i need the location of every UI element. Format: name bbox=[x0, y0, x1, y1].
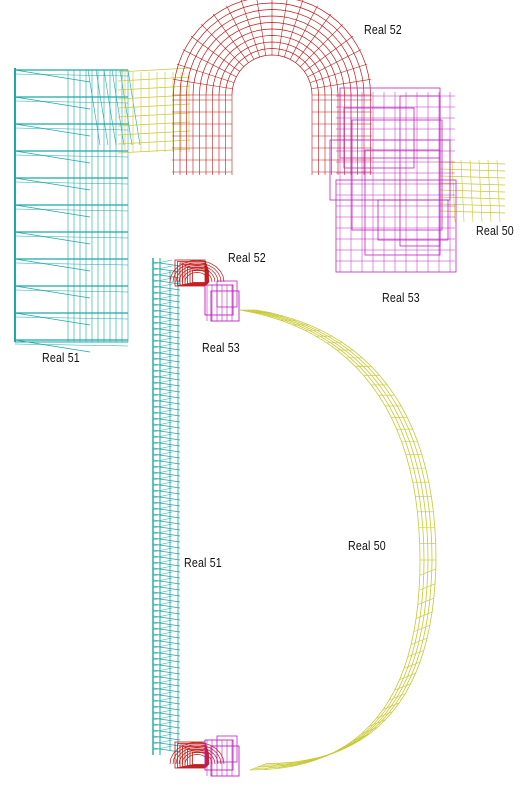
top-label-real-50: Real 50 bbox=[476, 223, 514, 238]
side-label-real-50: Real 50 bbox=[348, 538, 386, 553]
top-view-coil-real-52 bbox=[172, 0, 372, 175]
side-view-assembly bbox=[152, 258, 437, 777]
top-view-coil-real-51 bbox=[14, 68, 141, 353]
side-label-real-52: Real 52 bbox=[228, 250, 266, 265]
top-view-assembly bbox=[14, 0, 506, 353]
top-label-real-51: Real 51 bbox=[42, 350, 80, 365]
top-label-real-53: Real 53 bbox=[382, 290, 420, 305]
side-label-real-51: Real 51 bbox=[184, 555, 222, 570]
side-view-coil-real-53 bbox=[204, 280, 240, 777]
top-view-coil-real-50 bbox=[117, 67, 506, 223]
top-view-coil-real-53 bbox=[329, 87, 457, 273]
top-label-real-52: Real 52 bbox=[364, 22, 402, 37]
side-view-coil-real-50 bbox=[239, 309, 437, 771]
side-label-real-53: Real 53 bbox=[202, 340, 240, 355]
side-view-coil-real-51 bbox=[152, 258, 181, 755]
